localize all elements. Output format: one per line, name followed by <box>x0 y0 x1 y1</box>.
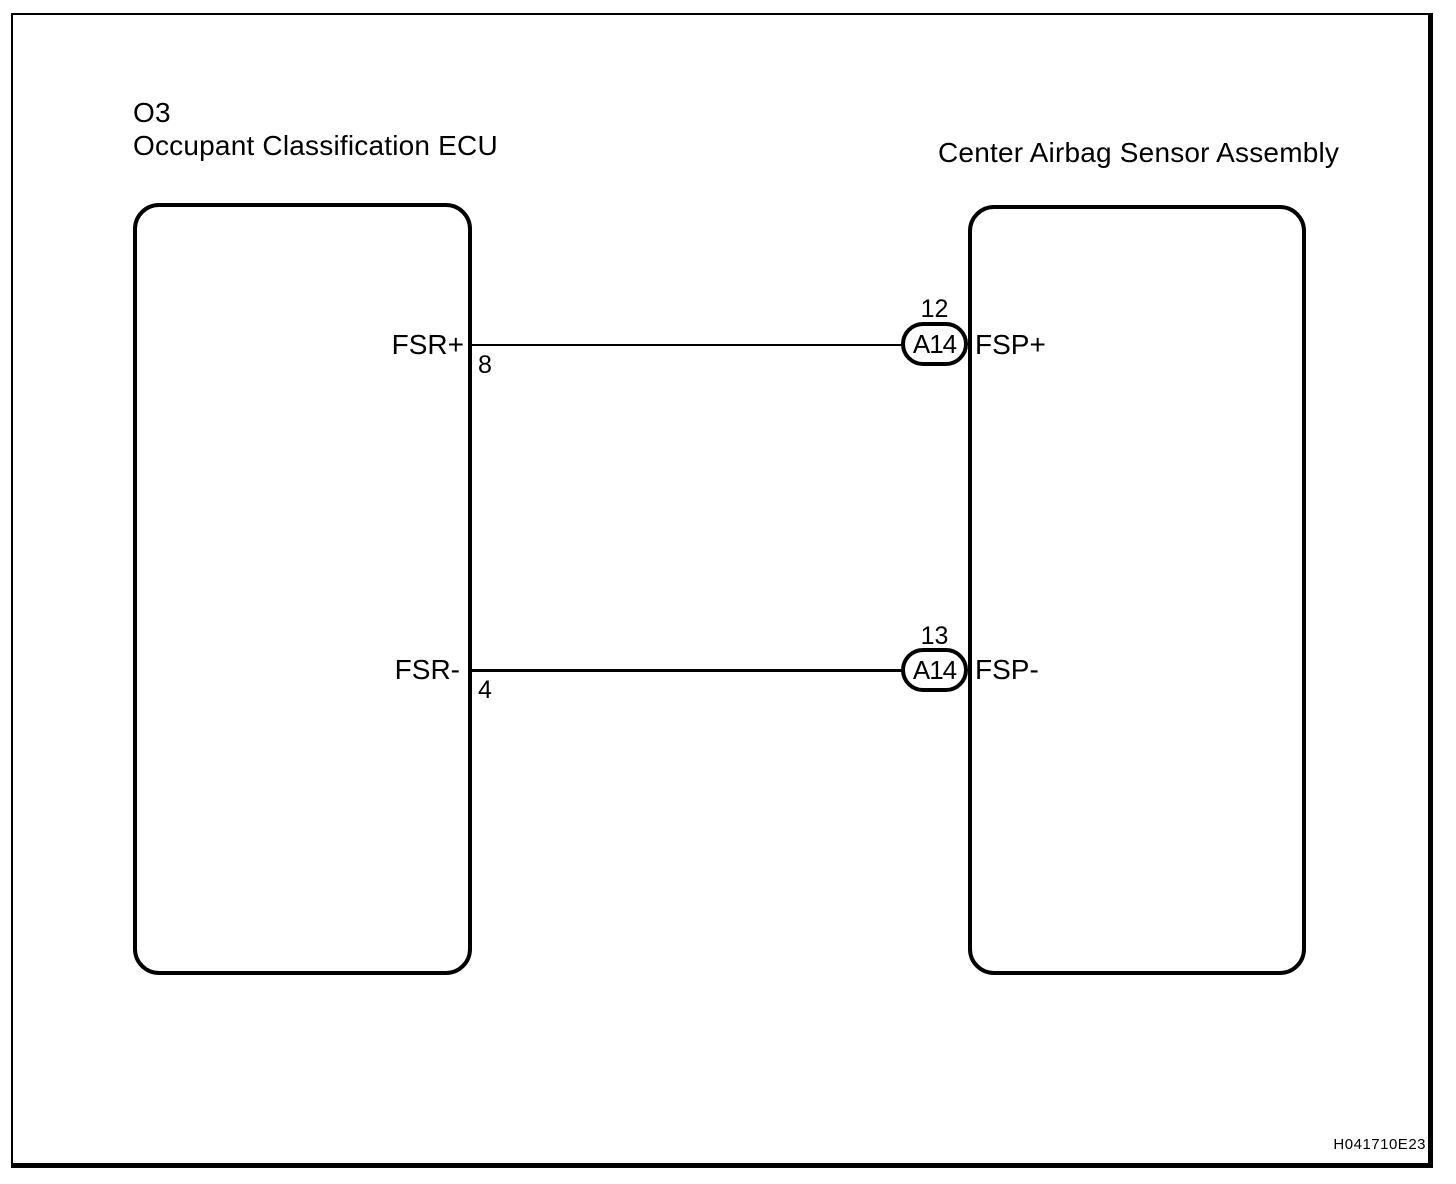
right-component-header: Center Airbag Sensor Assembly <box>938 137 1340 168</box>
terminal-label-fsp-minus: FSP- <box>975 654 1039 685</box>
terminal-label-fsr-plus: FSR+ <box>391 329 464 360</box>
right-component-box <box>968 205 1306 975</box>
terminal-label-fsp-plus: FSP+ <box>975 329 1046 360</box>
left-component-box <box>133 203 472 975</box>
pin-number-13: 13 <box>920 622 949 650</box>
connector-a14-pin13: A14 <box>901 648 968 692</box>
left-component-header: O3 Occupant Classification ECU <box>133 96 498 162</box>
wire-fsr-plus <box>472 344 902 346</box>
pin-number-8: 8 <box>478 351 492 379</box>
figure-code: H041710E23 <box>1333 1136 1426 1153</box>
pin-number-12: 12 <box>920 295 949 323</box>
left-component-code: O3 <box>133 97 171 128</box>
wire-fsr-minus <box>472 669 902 672</box>
connector-a14-pin12: A14 <box>901 322 968 366</box>
diagram-outer-border <box>11 13 1433 1168</box>
pin-number-4: 4 <box>478 676 492 704</box>
left-component-name: Occupant Classification ECU <box>133 130 498 161</box>
terminal-label-fsr-minus: FSR- <box>394 654 460 685</box>
